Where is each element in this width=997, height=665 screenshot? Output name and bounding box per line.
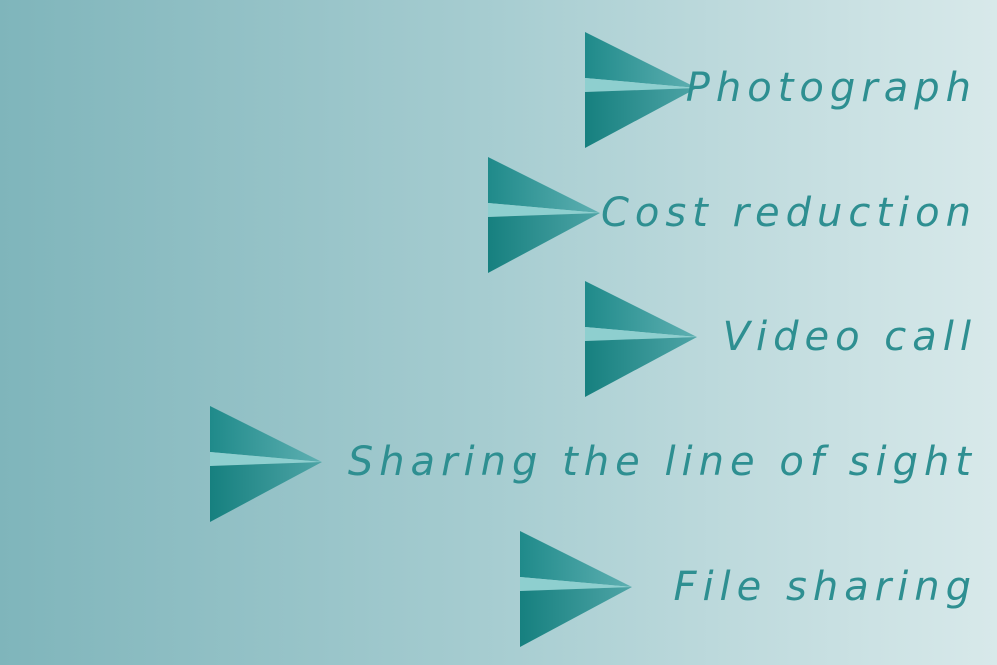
item-row-4: Sharing the line of sight [0, 402, 997, 522]
item-label: File sharing [673, 564, 977, 610]
paper-plane-icon [210, 406, 322, 522]
item-row-2: Cost reduction [0, 153, 997, 273]
item-label: Cost reduction [600, 190, 977, 236]
item-label: Sharing the line of sight [347, 439, 977, 485]
paper-plane-icon [520, 531, 632, 647]
item-row-5: File sharing [0, 527, 997, 647]
item-label: Video call [722, 314, 977, 360]
item-row-1: Photograph [0, 28, 997, 148]
paper-plane-icon [585, 32, 697, 148]
item-row-3: Video call [0, 277, 997, 397]
paper-plane-icon [585, 281, 697, 397]
paper-plane-icon [488, 157, 600, 273]
item-label: Photograph [685, 65, 977, 111]
